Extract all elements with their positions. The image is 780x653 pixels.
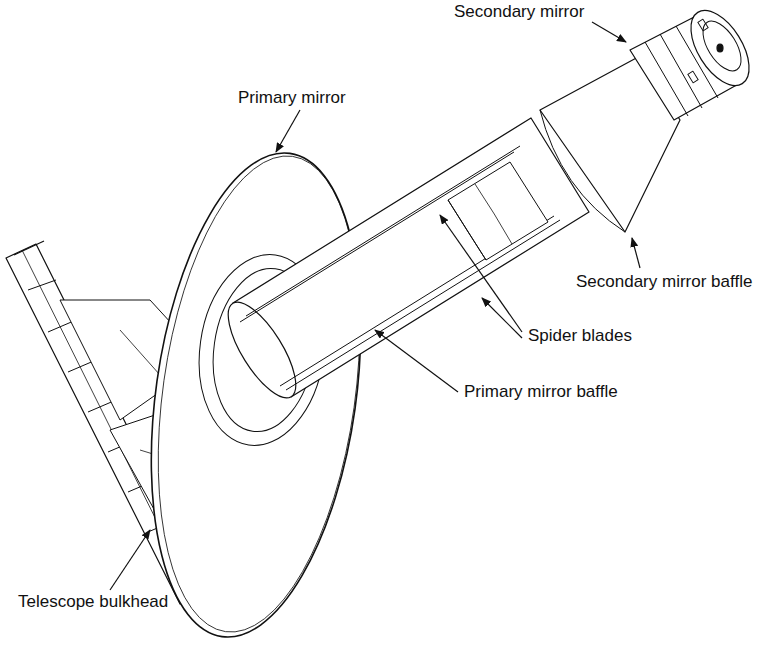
part-label: Spider blades bbox=[526, 326, 634, 346]
primary-mirror-disk bbox=[123, 139, 389, 650]
part-label: Primary mirror baffle bbox=[462, 382, 620, 402]
part-label: Primary mirror bbox=[236, 88, 348, 108]
inner-baffle bbox=[448, 162, 548, 260]
part-label: Telescope bulkhead bbox=[16, 592, 170, 612]
part-label: Secondary mirror bbox=[452, 2, 586, 22]
part-label: Secondary mirror baffle bbox=[574, 272, 754, 292]
secondary-mirror bbox=[679, 1, 761, 96]
leader-lines bbox=[110, 22, 640, 590]
